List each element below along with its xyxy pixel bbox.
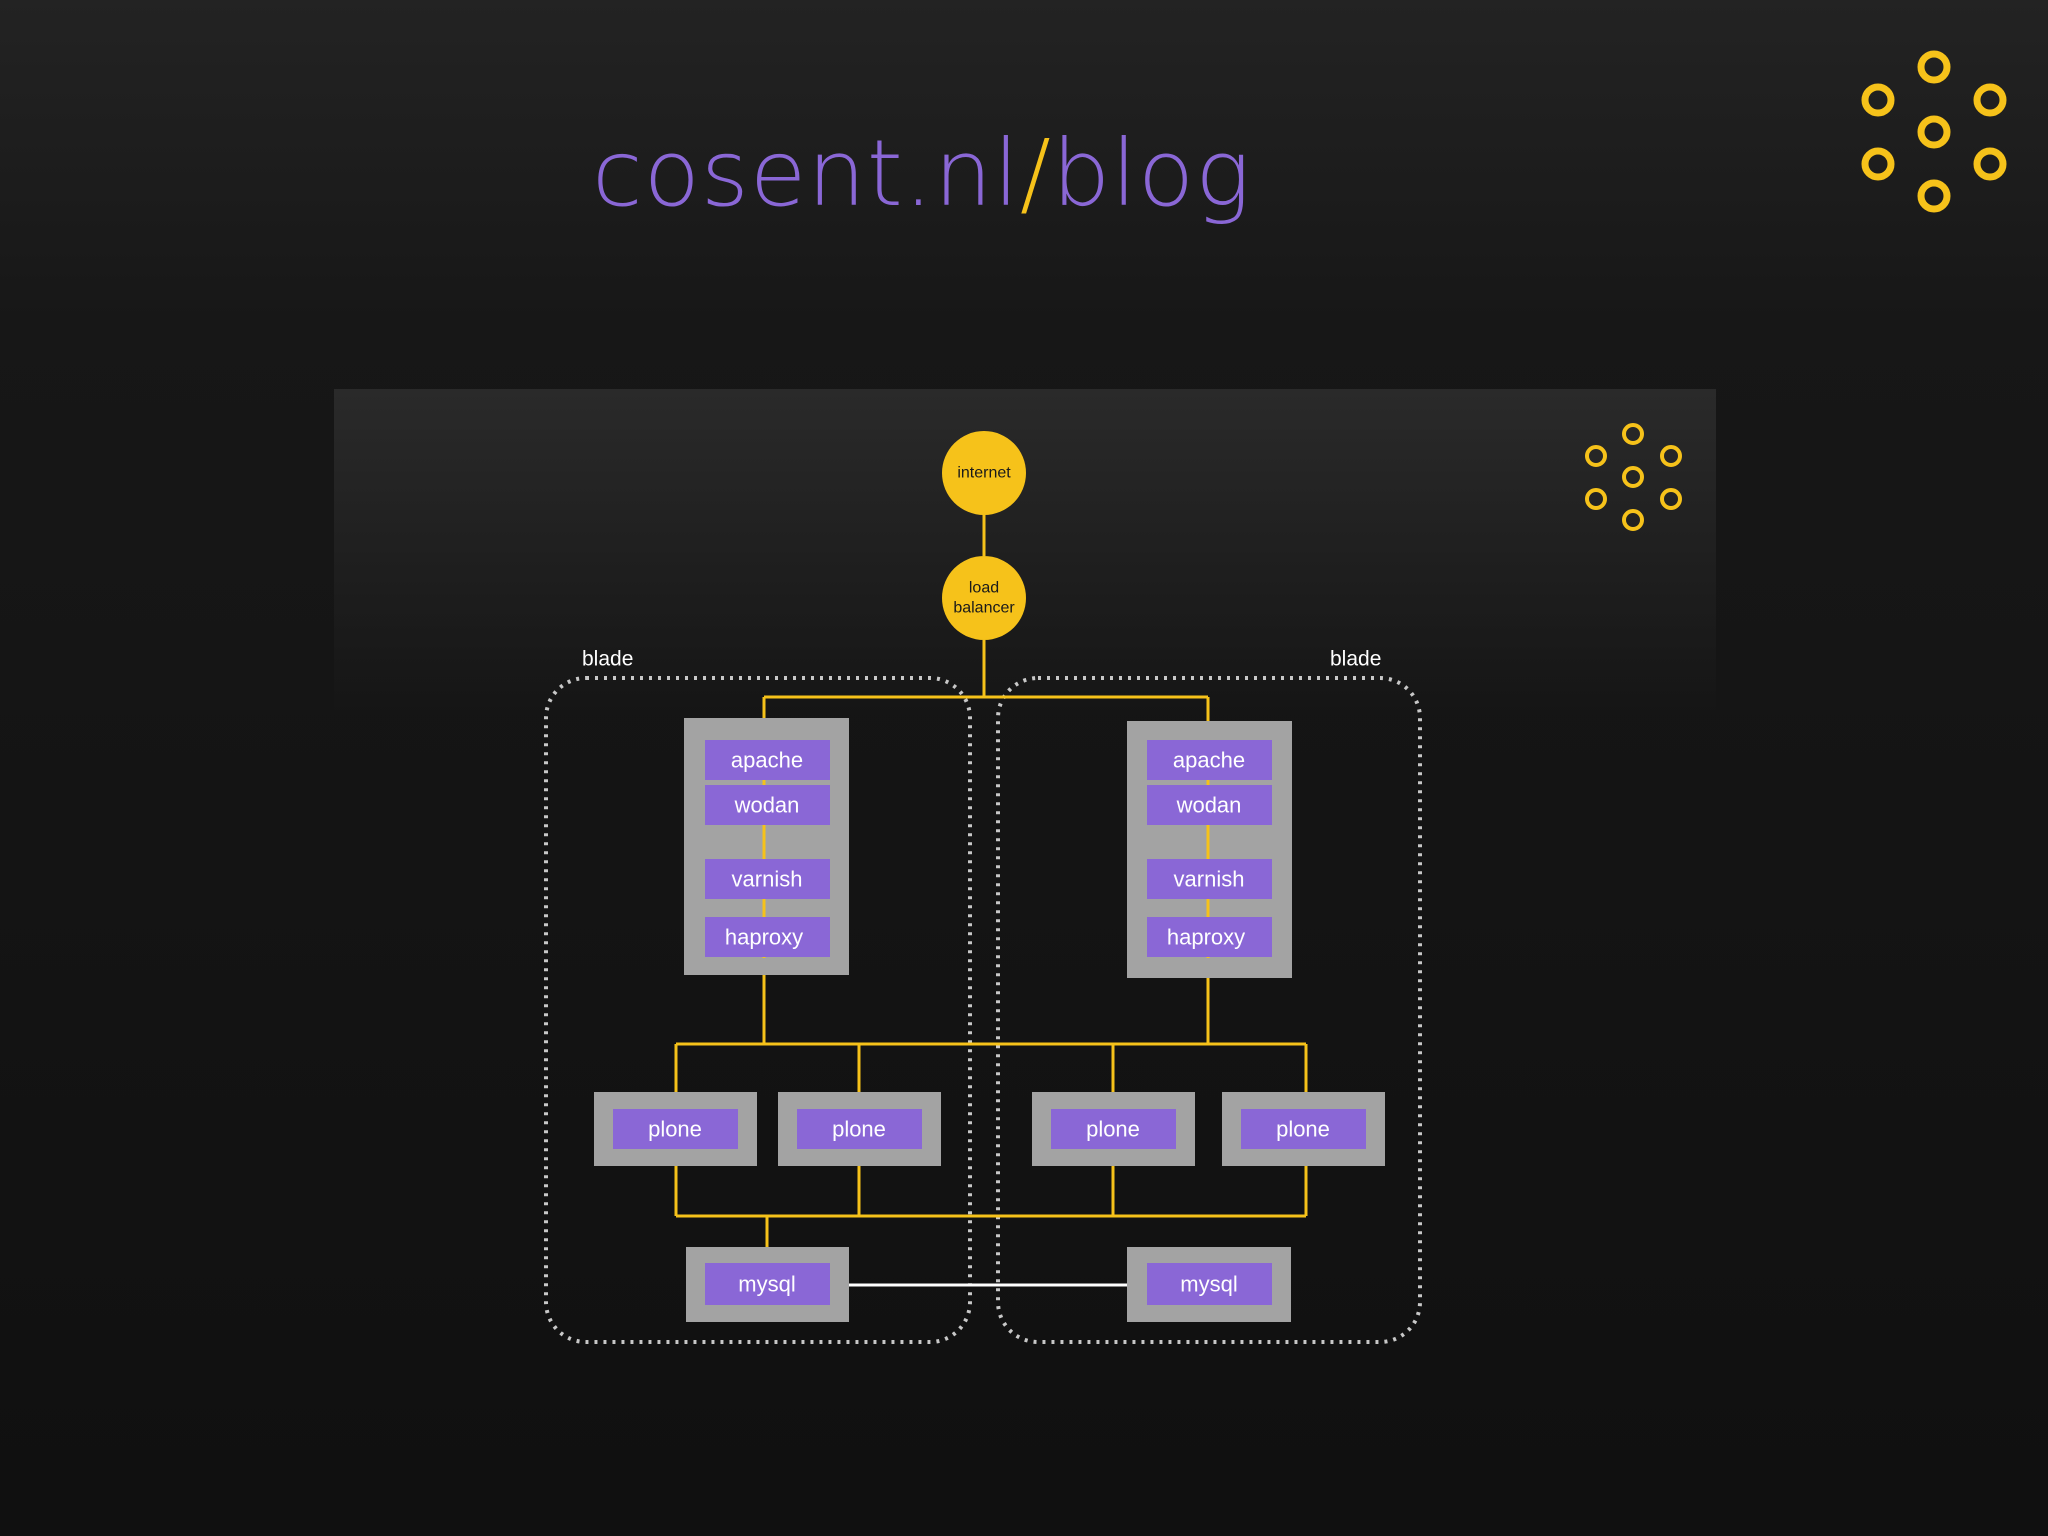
- plone-server: plone: [778, 1092, 941, 1166]
- wodan-label: wodan: [734, 793, 800, 818]
- wodan-node: wodan: [705, 785, 830, 825]
- server-stack-left: apache wodan varnish haproxy: [684, 718, 849, 975]
- wodan-node: wodan: [1147, 785, 1272, 825]
- plone-label: plone: [1086, 1117, 1140, 1142]
- server-stack-right: apache wodan varnish haproxy: [1127, 721, 1292, 978]
- diagram-panel: [334, 389, 1716, 719]
- varnish-label: varnish: [1174, 867, 1245, 892]
- varnish-node: varnish: [705, 859, 830, 899]
- blade-left-boundary: [544, 676, 972, 1344]
- apache-label: apache: [731, 748, 803, 773]
- haproxy-label: haproxy: [1167, 925, 1245, 950]
- plone-label: plone: [832, 1117, 886, 1142]
- title-path: blog: [1051, 120, 1252, 227]
- title-domain: cosent.nl: [592, 120, 1020, 227]
- blade-right-boundary: [996, 676, 1422, 1344]
- plone-label: plone: [648, 1117, 702, 1142]
- apache-node: apache: [1147, 740, 1272, 780]
- apache-node: apache: [705, 740, 830, 780]
- varnish-label: varnish: [732, 867, 803, 892]
- mysql-server-left: mysql: [686, 1247, 849, 1322]
- title-slash: /: [1019, 120, 1052, 227]
- plone-label: plone: [1276, 1117, 1330, 1142]
- wodan-label: wodan: [1176, 793, 1242, 818]
- internet-label: internet: [957, 465, 1011, 482]
- mysql-server-right: mysql: [1127, 1247, 1291, 1322]
- blade-left-label: blade: [582, 648, 633, 671]
- mysql-label: mysql: [1180, 1272, 1237, 1297]
- load-balancer-label-line2: balancer: [953, 600, 1015, 617]
- ring-dots-logo-small-icon: [1585, 423, 1682, 531]
- connector-lines: [674, 508, 1308, 1248]
- internet-node: internet: [942, 431, 1026, 515]
- plone-server: plone: [594, 1092, 757, 1166]
- plone-server: plone: [1222, 1092, 1385, 1166]
- load-balancer-label-line1: load: [969, 580, 999, 597]
- plone-server: plone: [1032, 1092, 1195, 1166]
- apache-label: apache: [1173, 748, 1245, 773]
- varnish-node: varnish: [1147, 859, 1272, 899]
- haproxy-label: haproxy: [725, 925, 803, 950]
- haproxy-node: haproxy: [705, 917, 830, 957]
- load-balancer-node: load balancer: [942, 556, 1026, 640]
- haproxy-node: haproxy: [1147, 917, 1272, 957]
- blade-right-label: blade: [1330, 648, 1381, 671]
- slide-title: cosent.nl/blog: [592, 128, 1251, 220]
- mysql-label: mysql: [738, 1272, 795, 1297]
- ring-dots-logo-icon: [1861, 50, 2007, 213]
